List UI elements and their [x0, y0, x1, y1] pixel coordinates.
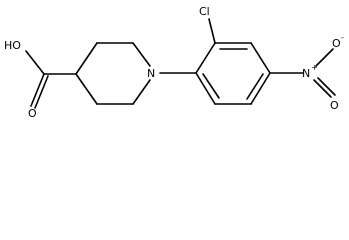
molecule-structure: HO O N Cl N + O - O [4, 5, 344, 120]
bond-benzene-c1-c2 [195, 42, 216, 74]
bond-nitro-o-bottom-b [317, 77, 336, 96]
bond-c-cl [208, 18, 216, 44]
bond-carboxyl-c-o-double-b [34, 75, 49, 109]
atom-piperidine-nitrogen-label: N [147, 67, 155, 80]
bond-ring-n1-c6 [132, 79, 151, 105]
bond-benzene-c6-c1-inner [202, 73, 220, 99]
atom-carbonyl-oxygen-label: O [28, 107, 37, 120]
atom-chlorine-label: Cl [199, 5, 210, 18]
atom-hydroxyl-label: HO [4, 39, 21, 52]
nitro-nitrogen-charge: + [311, 63, 318, 72]
atom-nitro-oxygen-top-label: O [332, 37, 341, 50]
bond-benzene-c4-c5-inner [246, 73, 264, 100]
bond-ring-c2-n1 [132, 42, 151, 67]
bond-nitro-o-bottom-a [313, 79, 332, 98]
bond-carboxyl-c-oh [25, 50, 45, 75]
atom-nitro-oxygen-bottom-label: O [330, 99, 339, 112]
bond-benzene-c6-c1 [195, 72, 216, 105]
nitro-oxygen-top-charge: - [341, 33, 344, 42]
bond-ring-c4-c3 [75, 42, 98, 75]
bond-ring-c5-c4 [75, 73, 98, 105]
bond-benzene-c4-c5 [250, 72, 271, 105]
atom-nitro-nitrogen-label: N [302, 67, 310, 80]
bond-benzene-c3-c4 [250, 42, 271, 74]
bond-carboxyl-c-o-double-a [30, 73, 45, 107]
bond-nitro-o-top [315, 48, 334, 67]
